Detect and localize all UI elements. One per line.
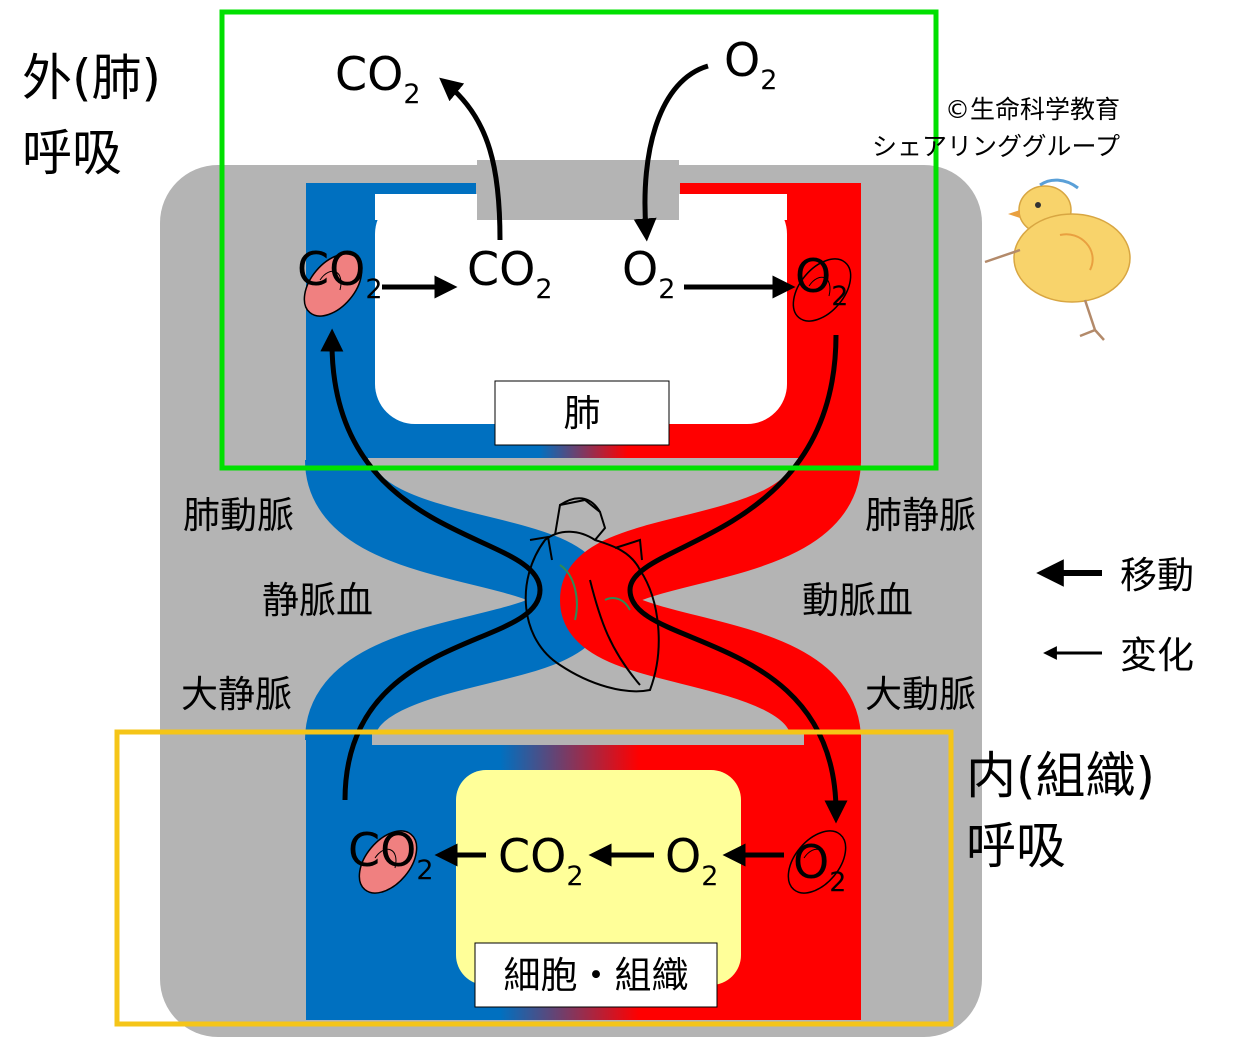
o2-blood-lung-label: O2 [795, 249, 848, 312]
pulmonary-vein-label: 肺静脈 [865, 494, 976, 537]
co2-blood-lung-label: CO2 [297, 242, 383, 305]
chick-icon [984, 178, 1131, 341]
venous-blood-label: 静脈血 [262, 579, 373, 622]
legend-change-label: 変化 [1120, 634, 1194, 677]
vena-cava-label: 大静脈 [181, 673, 292, 716]
legend-move-label: 移動 [1120, 554, 1194, 597]
co2-alveolus-label: CO2 [467, 242, 553, 305]
co2-exhale-arrow [439, 77, 503, 241]
o2-blood-tissue-label: O2 [793, 835, 846, 898]
external-respiration-title-line2: 呼吸 [22, 124, 122, 182]
co2-tissue-label: CO2 [498, 829, 584, 892]
o2-alveolus-label: O2 [622, 242, 675, 305]
legend: 移動 変化 [1036, 554, 1194, 677]
pulmonary-circuit [306, 160, 861, 463]
aorta-label: 大動脈 [865, 673, 976, 716]
red-blood-cell-icon [358, 830, 418, 894]
co2-blood-tissue-label: CO2 [348, 823, 434, 886]
tissue-label-box [474, 942, 718, 1008]
red-blood-cell-icon [787, 830, 847, 894]
lung-label-box [494, 380, 670, 446]
tissue-area [456, 770, 741, 985]
external-respiration-frame [219, 9, 939, 471]
lung-label: 肺 [564, 392, 601, 435]
pulmonary-artery-label: 肺動脈 [183, 494, 294, 537]
tissue-label: 細胞・組織 [504, 954, 689, 997]
heart-icon [524, 497, 660, 693]
internal-respiration-frame [114, 729, 954, 1027]
co2-exhaled-label: CO2 [335, 47, 421, 110]
external-respiration-title-line1: 外(肺) [22, 49, 161, 107]
credit-line2: シェアリンググループ [872, 132, 1120, 161]
arterial-flow-arrow [627, 334, 848, 824]
credit-line1: ©生命科学教育 [945, 95, 1120, 124]
red-blood-cell-icon [303, 253, 363, 317]
internal-respiration-title-line1: 内(組織) [966, 747, 1155, 805]
lung-airspace [375, 194, 787, 424]
o2-inhaled-label: O2 [724, 33, 777, 96]
internal-respiration-title-line2: 呼吸 [966, 817, 1066, 875]
arterial-blood-label: 動脈血 [802, 579, 913, 622]
o2-tissue-label: O2 [665, 829, 718, 892]
o2-inhale-arrow [633, 63, 709, 242]
red-blood-cell-icon [792, 258, 852, 322]
venous-flow-arrow [320, 328, 543, 801]
